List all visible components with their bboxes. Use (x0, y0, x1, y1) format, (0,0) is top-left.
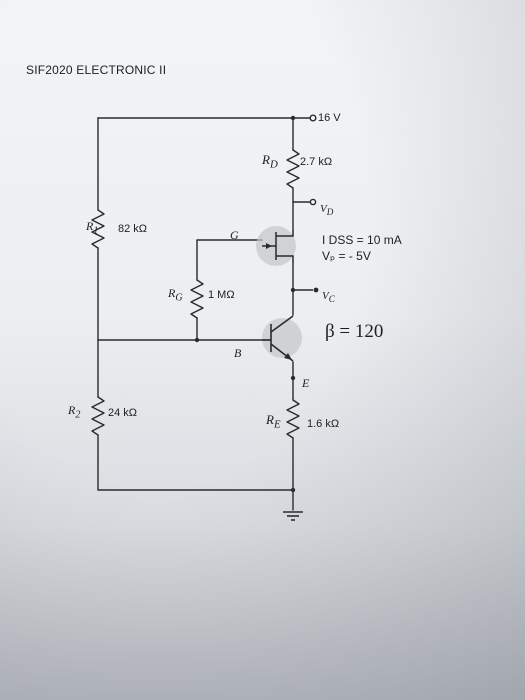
re-resistor-zigzag (286, 399, 300, 439)
vc-terminal (313, 287, 319, 293)
re-name-label: RE (266, 412, 281, 431)
worksheet-title: SIF2020 ELECTRONIC II (26, 63, 167, 77)
r2-resistor-zigzag (91, 396, 105, 436)
node-bottom (290, 487, 296, 493)
r1-resistor-zigzag (91, 209, 105, 249)
r2-name-label: R2 (68, 403, 81, 421)
ground-icon (283, 511, 303, 521)
jfet-symbol (256, 226, 296, 266)
base-label: B (234, 346, 242, 360)
rg-value-label: 1 MΩ (208, 289, 235, 301)
r1-value-label: 82 kΩ (118, 223, 148, 235)
rg-resistor-zigzag (190, 279, 204, 319)
supply-voltage-label: 16 V (318, 112, 341, 124)
gate-label: G (230, 228, 239, 242)
node-rd-top (290, 115, 296, 121)
bjt-symbol (262, 315, 302, 362)
r2-value-label: 24 kΩ (108, 407, 138, 419)
vd-label: VD (320, 203, 334, 218)
r1-name-label: R1 (86, 219, 99, 237)
vp-label: Vₚ = - 5V (322, 249, 371, 263)
rg-name-label: RG (168, 286, 183, 304)
node-base (194, 337, 200, 343)
rd-name-label: RD (262, 152, 278, 171)
vc-label: VC (322, 290, 335, 305)
rg-top-wire (196, 239, 263, 271)
beta-label: β = 120 (325, 321, 384, 342)
re-value-label: 1.6 kΩ (307, 418, 340, 430)
rd-value-label: 2.7 kΩ (300, 156, 333, 168)
r2-lower-wire (97, 434, 294, 491)
idss-label: I DSS = 10 mA (322, 233, 402, 247)
node-emitter (290, 375, 296, 381)
emitter-label: E (302, 376, 310, 390)
supply-terminal (309, 114, 317, 122)
rd-resistor-zigzag (286, 149, 300, 189)
vd-terminal (309, 198, 317, 206)
